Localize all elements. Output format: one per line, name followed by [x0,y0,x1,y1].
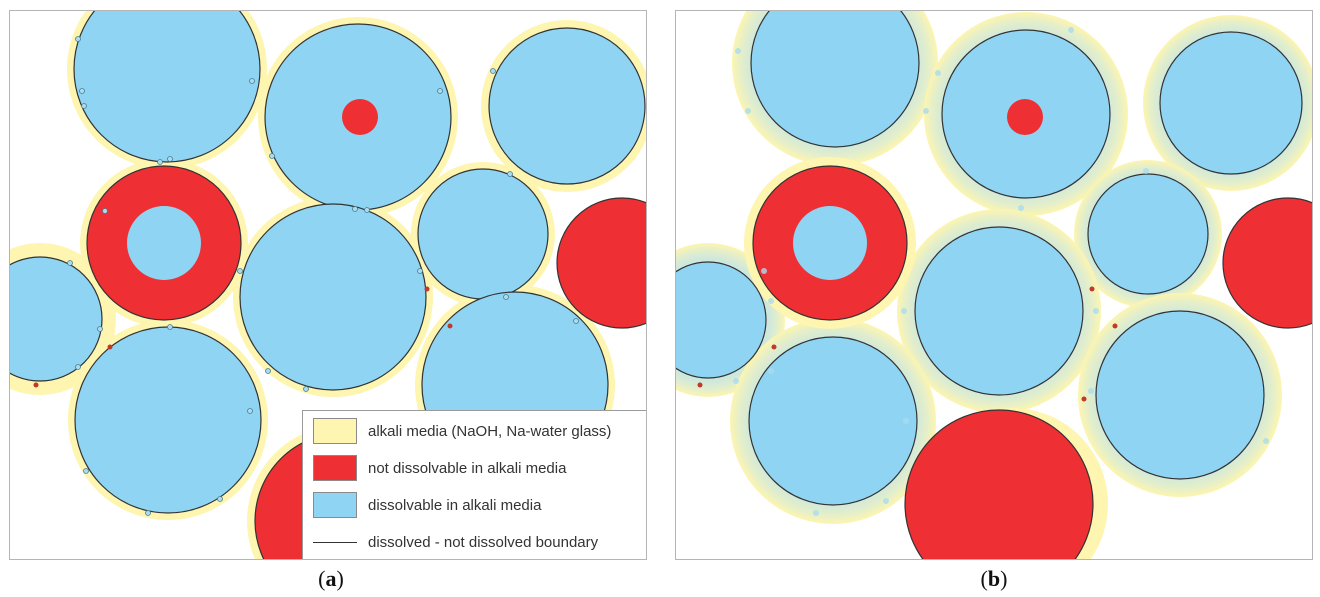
not-dissolvable-core [342,99,378,135]
dissolvable-particle [417,168,549,300]
caption-a-letter: a [325,566,337,591]
legend-swatch-dissolvable [313,492,357,518]
panel-b-svg [676,11,1312,559]
not-dissolvable-particle [556,197,646,329]
legend-item-dissolvable: dissolvable in alkali media [313,490,541,520]
dissolvable-particle [239,203,427,391]
legend-label: dissolved - not dissolved boundary [368,533,599,551]
dissolvable-core [793,206,867,280]
legend-label: alkali media (NaOH, Na-water glass) [368,422,612,440]
legend-label: not dissolvable in alkali media [368,459,567,477]
dissolvable-particle [74,326,262,514]
panel-a-diagram: alkali media (NaOH, Na-water glass) not … [9,10,647,560]
legend: alkali media (NaOH, Na-water glass) not … [302,410,646,559]
dissolvable-particle [1095,310,1265,480]
legend-swatch-alkali [313,418,357,444]
dissolvable-particle [73,11,261,163]
dissolvable-particle [676,261,767,379]
dissolvable-particle [750,11,920,148]
caption-b: (b) [980,566,1008,591]
legend-label: dissolvable in alkali media [368,496,542,514]
legend-item-alkali: alkali media (NaOH, Na-water glass) [313,416,611,446]
dissolvable-particle [10,256,103,382]
dissolvable-particle [488,27,646,185]
panel-b-diagram [675,10,1313,560]
dissolvable-particle [1159,31,1303,175]
legend-item-not-dissolvable: not dissolvable in alkali media [313,453,566,483]
not-dissolvable-core [1007,99,1043,135]
legend-line-boundary [313,541,357,543]
not-dissolvable-particle [904,409,1094,559]
not-dissolvable-particle [1222,197,1312,329]
dissolvable-particle [748,336,918,506]
dissolvable-core [127,206,201,280]
legend-item-boundary: dissolved - not dissolved boundary [313,527,598,557]
caption-a: (a) [318,566,344,591]
dissolvable-particle [914,226,1084,396]
legend-swatch-not-dissolvable [313,455,357,481]
panel-a-svg [10,11,646,559]
dissolvable-particle [1087,173,1209,295]
caption-b-letter: b [987,566,1001,591]
